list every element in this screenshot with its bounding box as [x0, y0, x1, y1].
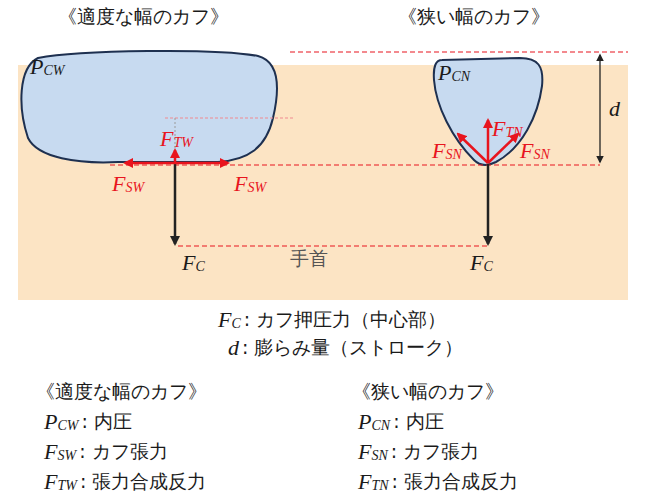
subscript: SN — [445, 147, 461, 163]
subscript: C — [231, 316, 240, 332]
legend-description: : 張力合成反力 — [80, 471, 206, 493]
subscript: CW — [57, 418, 78, 434]
legend-description: : カフ張力 — [79, 441, 167, 463]
section-heading: 《狭い幅のカフ》 — [398, 6, 550, 28]
subscript: CN — [451, 69, 470, 85]
symbol-label: F — [182, 250, 195, 275]
reference-line — [165, 118, 295, 119]
symbol-label: F — [44, 439, 57, 464]
tension-arrows — [125, 120, 518, 163]
symbol-label: F — [520, 138, 533, 163]
node-text: 手首 — [290, 248, 328, 270]
subscript: TW — [173, 135, 192, 151]
subscript: SW — [247, 180, 266, 196]
section-heading: 《適度な幅のカフ》 — [58, 6, 229, 28]
symbol-label: F — [218, 307, 231, 332]
section-heading: 《適度な幅のカフ》 — [36, 381, 207, 403]
node-text: P — [438, 60, 451, 85]
legend-description: : 膨らみ量（ストローク） — [242, 337, 463, 359]
symbol-label: d — [609, 96, 620, 121]
stroke-dimension — [599, 55, 600, 162]
symbol-label: P — [358, 409, 371, 434]
symbol-label: F — [44, 469, 57, 494]
subscript: C — [483, 259, 492, 275]
symbol-label: P — [44, 409, 57, 434]
wide-cuff: PCW — [18, 48, 280, 166]
legend-description: : カフ押圧力（中心部） — [244, 309, 446, 331]
subscript: SN — [371, 448, 387, 464]
cuff-shape — [21, 51, 277, 162]
symbol-label: F — [432, 138, 445, 163]
symbol-label: d — [228, 335, 239, 360]
symbol-label: F — [112, 171, 125, 196]
section-heading: 《狭い幅のカフ》 — [352, 381, 504, 403]
symbol-label: F — [160, 126, 173, 151]
symbol-label: F — [234, 171, 247, 196]
subscript: SN — [533, 147, 549, 163]
subscript: TW — [57, 478, 76, 494]
legend-description: : カフ張力 — [391, 441, 479, 463]
subscript: C — [195, 259, 204, 275]
subscript: TN — [371, 478, 388, 494]
legend-description: : 張力合成反力 — [392, 471, 518, 493]
subscript: CW — [43, 63, 64, 79]
subscript: SW — [125, 180, 144, 196]
legend-description: : 内圧 — [393, 411, 443, 433]
symbol-label: F — [470, 250, 483, 275]
symbol-label: F — [358, 439, 371, 464]
press-force-arrow — [174, 164, 177, 244]
symbol-label: F — [358, 469, 371, 494]
press-force-arrow — [487, 164, 490, 244]
subscript: SW — [57, 448, 76, 464]
symbol-label: F — [492, 116, 505, 141]
reference-lines — [110, 52, 628, 246]
cuff-shape — [434, 58, 543, 165]
legend-description: : 内圧 — [81, 411, 131, 433]
subscript: CN — [371, 418, 390, 434]
node-text: P — [30, 54, 43, 79]
